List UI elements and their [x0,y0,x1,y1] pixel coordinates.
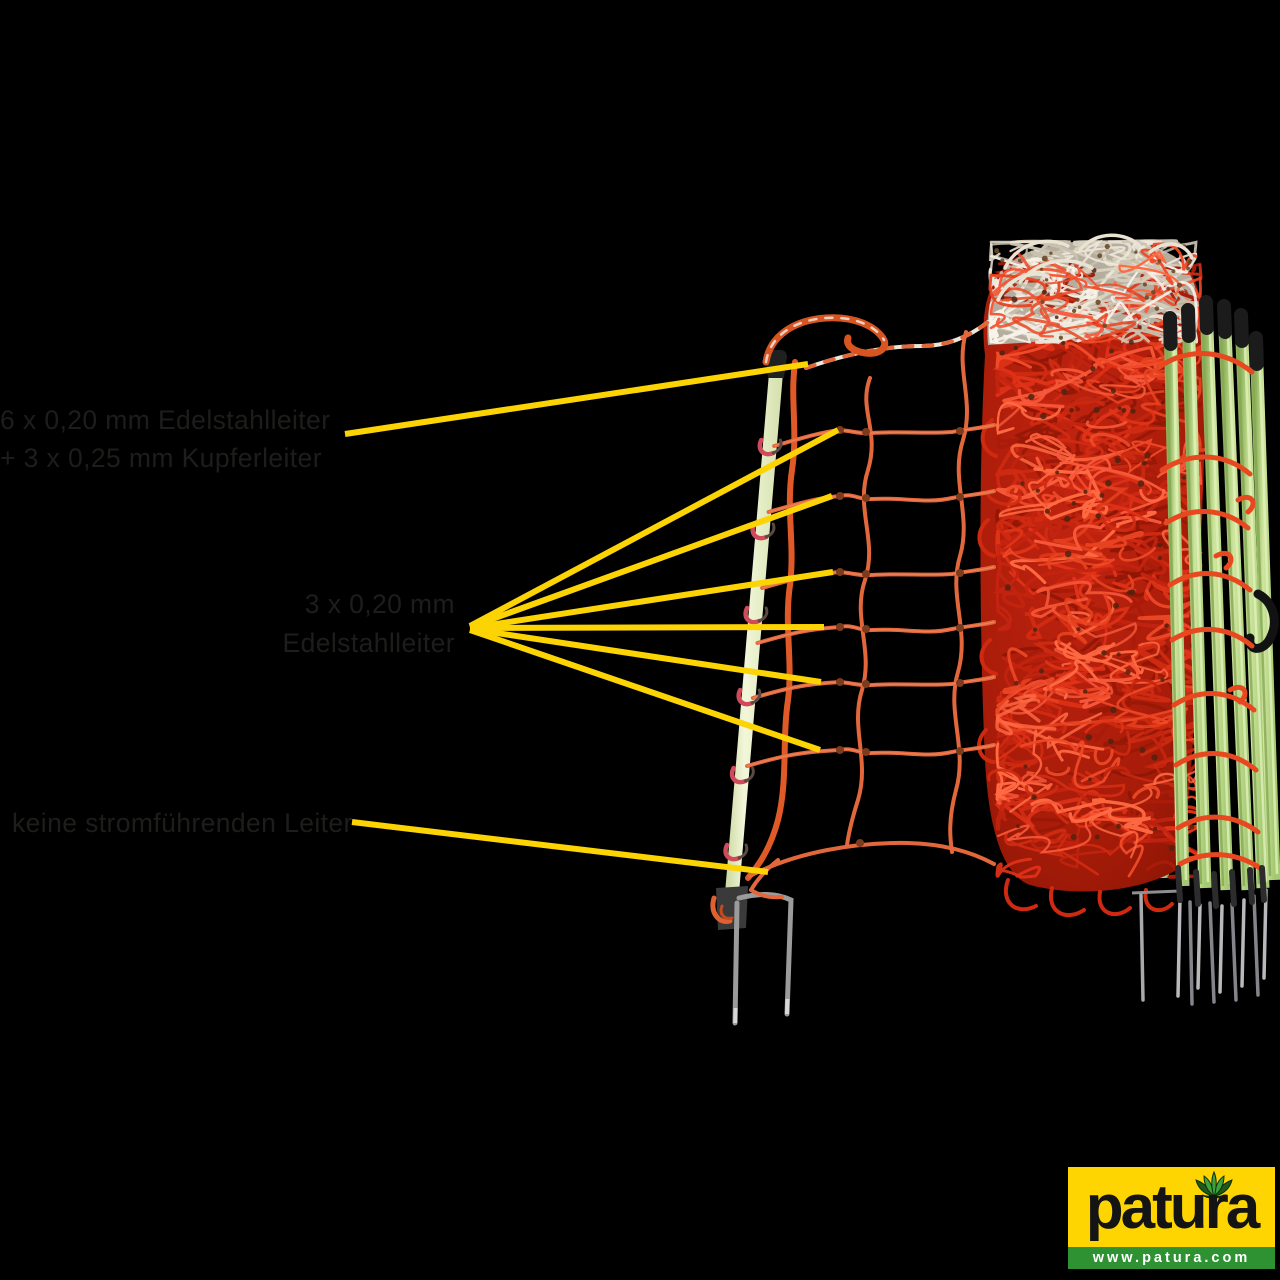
net-top-conductor [762,314,990,370]
logo-leaf-icon [1195,1171,1233,1199]
label-middle-line2: Edelstahlleiter [282,628,455,658]
label-middle-line1: 3 x 0,20 mm [304,589,455,619]
leader-middle-4 [469,624,825,631]
net-roll-white-loops [996,233,1194,302]
leader-middle-5 [469,626,822,685]
leader-middle-6 [469,627,821,753]
net-horizontal-strands [723,423,996,862]
leader-middle-2 [468,493,834,630]
net-bottom-strand [748,840,996,900]
logo-brand-text: patura [1085,1173,1260,1242]
net-mesh [723,314,996,900]
fence-post-rod [724,373,783,905]
label-top-line1: 6 x 0,20 mm Edelstahlleiter [0,405,331,435]
label-middle-conductor: 3 x 0,20 mm Edelstahlleiter [283,585,455,663]
leader-bottom-strand [351,819,769,875]
roll-posts [1163,295,1280,891]
patura-logo: patura www.patura.com [1068,1167,1275,1269]
leader-middle-3 [469,569,834,631]
spike-foot [710,886,794,1026]
label-bottom-line1: keine stromführenden Leiter [12,808,353,838]
logo-website-text: www.patura.com [1092,1250,1251,1266]
net-vertical-strands [745,330,969,881]
leader-top-conductor [344,361,809,437]
net-roll-knots [994,243,1199,851]
label-top-conductor: 6 x 0,20 mm Edelstahlleiter + 3 x 0,25 m… [0,401,330,477]
roll-spikes [1131,865,1268,1006]
roll-post-wraps [1155,351,1263,871]
net-roll-bottom-curls [977,418,1174,917]
label-bottom-strand: keine stromführenden Leiter [12,804,353,842]
leader-middle-1 [468,427,840,629]
label-top-line2: + 3 x 0,25 mm Kupferleiter [0,443,322,473]
leader-lines [344,361,840,875]
logo-website-bar: www.patura.com [1068,1247,1275,1269]
